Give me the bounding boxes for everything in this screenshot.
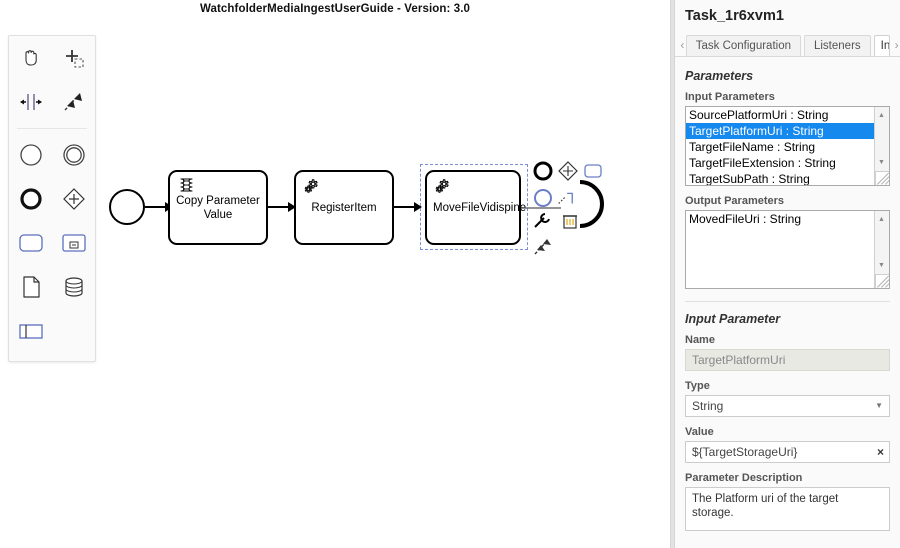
task-icon[interactable]: [9, 221, 52, 265]
parameters-section-title: Parameters: [685, 69, 754, 83]
tab-input-output[interactable]: In: [873, 35, 891, 56]
type-select-wrap: String ▼: [685, 395, 890, 417]
lasso-tool-icon[interactable]: [52, 36, 95, 80]
type-field: Type String ▼: [685, 380, 890, 417]
gateway-icon[interactable]: [52, 177, 95, 221]
palette-elements-group: [9, 133, 95, 353]
global-connect-tool-icon[interactable]: [52, 80, 95, 124]
task-copy-parameter-value[interactable]: Copy Parameter Value: [168, 170, 268, 245]
resize-grip-icon[interactable]: [875, 171, 889, 185]
diagram-canvas[interactable]: WatchfolderMediaIngestUserGuide - Versio…: [0, 0, 670, 548]
properties-tabbar[interactable]: ‹ Task Configuration Listeners In ›: [675, 32, 900, 57]
service-task-gear-icon: [435, 179, 449, 193]
task-label: RegisterItem: [311, 201, 377, 214]
sequence-flow-3[interactable]: [394, 198, 422, 216]
tab-task-configuration[interactable]: Task Configuration: [685, 35, 801, 56]
data-object-icon[interactable]: [9, 265, 52, 309]
element-id-title: Task_1r6xvm1: [685, 8, 784, 24]
palette-divider: [17, 128, 87, 129]
list-item[interactable]: TargetFileExtension : String: [689, 156, 836, 170]
context-pad[interactable]: [532, 160, 604, 260]
palette[interactable]: [8, 35, 96, 362]
chevron-down-icon: ▼: [875, 401, 883, 410]
input-parameters-listbox[interactable]: SourcePlatformUri : String TargetPlatfor…: [685, 106, 890, 186]
name-label: Name: [685, 334, 715, 346]
sequence-flow-2[interactable]: [268, 198, 296, 216]
append-intermediate-event-icon[interactable]: [532, 187, 554, 209]
list-item[interactable]: TargetPlatformUri : String: [686, 123, 875, 139]
tab-listeners[interactable]: Listeners: [803, 35, 871, 56]
description-textarea[interactable]: The Platform uri of the target storage.: [685, 487, 890, 531]
output-parameters-listbox[interactable]: MovedFileUri : String ▲ ▼: [685, 210, 890, 289]
name-field: Name TargetPlatformUri: [685, 334, 890, 371]
value-input[interactable]: ${TargetStorageUri}: [685, 441, 890, 463]
scroll-up-icon[interactable]: ▲: [878, 112, 885, 119]
delete-icon[interactable]: [559, 210, 581, 232]
description-label: Parameter Description: [685, 472, 803, 484]
task-label: Copy Parameter Value: [176, 194, 260, 221]
input-parameters-scrollbar[interactable]: ▲ ▼: [874, 107, 889, 185]
output-parameters-label: Output Parameters: [685, 195, 785, 207]
input-parameters-items: SourcePlatformUri : String TargetPlatfor…: [686, 107, 875, 186]
value-label: Value: [685, 426, 714, 438]
tab-scroll-right-icon[interactable]: ›: [894, 38, 899, 52]
wrench-icon[interactable]: [532, 210, 554, 232]
subprocess-icon[interactable]: [52, 221, 95, 265]
tab-scroll-left-icon[interactable]: ‹: [680, 38, 685, 52]
list-item[interactable]: MovedFileUri : String: [689, 212, 802, 226]
append-arc-decoration: [579, 180, 604, 228]
list-item[interactable]: TargetSubPath : String: [689, 172, 810, 186]
properties-panel: Task_1r6xvm1 ‹ Task Configuration Listen…: [675, 0, 900, 548]
output-parameters-field: Output Parameters MovedFileUri : String …: [685, 195, 890, 289]
task-register-item[interactable]: RegisterItem: [294, 170, 394, 245]
append-gateway-icon[interactable]: [557, 160, 579, 182]
panel-divider[interactable]: [670, 0, 675, 548]
bpmn-elements-layer: Copy Parameter Value RegisterItem: [108, 160, 604, 260]
data-store-icon[interactable]: [52, 265, 95, 309]
start-event-icon[interactable]: [9, 133, 52, 177]
properties-panel-body: Parameters Input Parameters SourcePlatfo…: [675, 57, 900, 531]
list-item[interactable]: TargetFileName : String: [689, 140, 816, 154]
task-label: MoveFileVidispine: [433, 201, 527, 214]
outgoing-connection-stub: [521, 207, 561, 209]
input-parameter-section-title: Input Parameter: [685, 312, 781, 326]
value-input-wrap: ${TargetStorageUri} ×: [685, 441, 890, 463]
input-parameters-field: Input Parameters SourcePlatformUri : Str…: [685, 91, 890, 186]
description-field: Parameter Description The Platform uri o…: [685, 472, 890, 531]
input-parameters-label: Input Parameters: [685, 91, 775, 103]
service-task-gear-icon: [304, 179, 318, 193]
section-divider: [685, 301, 890, 302]
palette-tools-group: [9, 36, 95, 124]
scroll-down-icon[interactable]: ▼: [878, 262, 885, 269]
output-parameters-items: MovedFileUri : String: [686, 211, 875, 227]
value-field: Value ${TargetStorageUri} ×: [685, 426, 890, 463]
diagram-title: WatchfolderMediaIngestUserGuide - Versio…: [199, 3, 470, 15]
script-task-icon: [180, 178, 193, 192]
type-label: Type: [685, 380, 710, 392]
participant-icon[interactable]: [9, 309, 52, 353]
append-end-event-icon[interactable]: [532, 160, 554, 182]
clear-icon[interactable]: ×: [876, 445, 884, 459]
list-item[interactable]: SourcePlatformUri : String: [689, 108, 829, 122]
end-event-icon[interactable]: [9, 177, 52, 221]
name-input[interactable]: TargetPlatformUri: [685, 349, 890, 371]
task-move-file-vidispine[interactable]: MoveFileVidispine: [425, 170, 527, 245]
connect-icon[interactable]: [557, 190, 579, 212]
intermediate-event-icon[interactable]: [52, 133, 95, 177]
global-connect-icon[interactable]: [532, 236, 554, 258]
space-tool-icon[interactable]: [9, 80, 52, 124]
hand-tool-icon[interactable]: [9, 36, 52, 80]
output-parameters-scrollbar[interactable]: ▲ ▼: [874, 211, 889, 288]
append-task-icon[interactable]: [582, 160, 604, 182]
start-event-shape[interactable]: [108, 188, 146, 226]
type-select[interactable]: String: [685, 395, 890, 417]
properties-panel-header: Task_1r6xvm1: [675, 0, 900, 26]
resize-grip-icon[interactable]: [875, 274, 889, 288]
selection-outline: [420, 164, 528, 250]
scroll-down-icon[interactable]: ▼: [878, 159, 885, 166]
scroll-up-icon[interactable]: ▲: [878, 216, 885, 223]
